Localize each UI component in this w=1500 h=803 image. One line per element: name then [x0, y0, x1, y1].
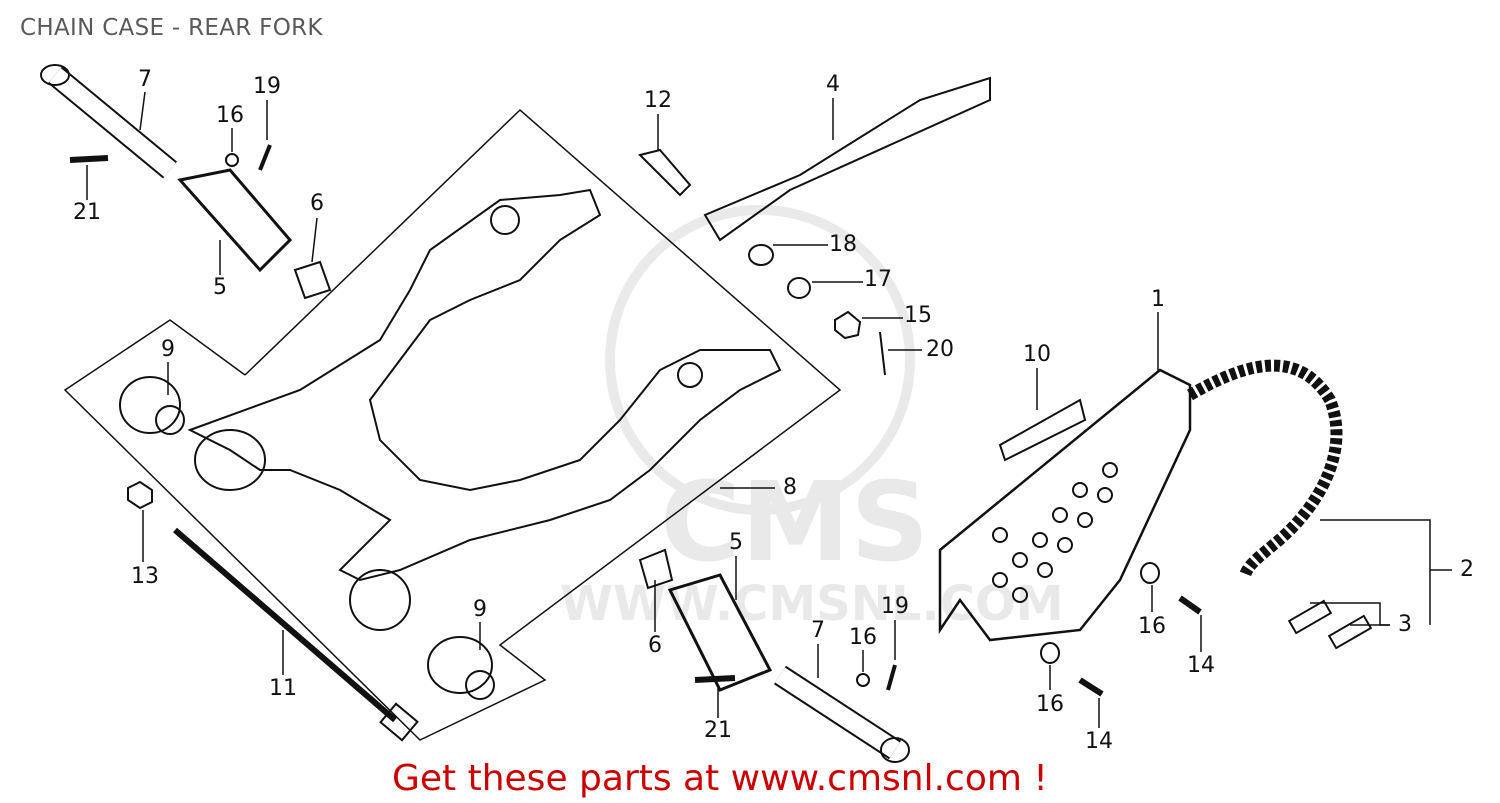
callout-21: 21: [704, 718, 732, 743]
callout-6: 6: [310, 191, 324, 216]
master-link-3: [1287, 599, 1373, 650]
chain-case-1: [938, 368, 1192, 642]
callout-9: 9: [161, 337, 175, 362]
callout-13: 13: [131, 564, 159, 589]
cotter-pin-20: [879, 331, 886, 376]
drive-chain-2: [1186, 359, 1343, 578]
washer-16-a: [225, 153, 239, 167]
callout-11: 11: [269, 676, 297, 701]
callout-21: 21: [73, 200, 101, 225]
callout-16: 16: [849, 625, 877, 650]
cms-watermark-logo: CMS WWW.CMSNL.COM: [560, 205, 1064, 632]
callout-9: 9: [473, 597, 487, 622]
bolt-14-b: [1078, 677, 1104, 697]
callout-20: 20: [926, 337, 954, 362]
svg-text:CMS: CMS: [660, 458, 929, 586]
washer-6-top: [293, 260, 332, 300]
callout-19: 19: [881, 594, 909, 619]
callout-16: 16: [1036, 692, 1064, 717]
step-bar-7-top: [40, 64, 178, 179]
caution-label-10: [998, 398, 1087, 462]
step-rubber-5-top: [177, 168, 293, 273]
collar-9-right: [427, 636, 495, 700]
callout-5: 5: [213, 275, 227, 300]
callout-12: 12: [644, 88, 672, 113]
bolt-12: [638, 148, 692, 197]
callout-15: 15: [904, 303, 932, 328]
callout-10: 10: [1023, 342, 1051, 367]
callout-14: 14: [1085, 729, 1113, 754]
assembly-outline: [63, 108, 842, 741]
pivot-bolt-11: [173, 527, 419, 742]
pin-19-b: [886, 664, 897, 691]
nut-13: [127, 480, 153, 510]
washer-16-b: [856, 673, 870, 687]
rear-fork-swingarm: [187, 188, 782, 631]
leader-lines: [86, 91, 1452, 728]
callout-8: 8: [783, 475, 797, 500]
callout-16: 16: [1138, 614, 1166, 639]
bolt-21-a: [69, 155, 109, 163]
callout-14: 14: [1187, 653, 1215, 678]
chain-case-stay-4: [703, 76, 991, 242]
callout-16: 16: [216, 103, 244, 128]
get-parts-link[interactable]: Get these parts at www.cmsnl.com !: [392, 758, 1048, 799]
washer-17: [787, 277, 811, 299]
nut-15: [834, 310, 862, 340]
bolt-21-b: [694, 675, 736, 683]
callout-2: 2: [1460, 557, 1474, 582]
callout-7: 7: [811, 618, 825, 643]
callout-5: 5: [729, 530, 743, 555]
collar-9-left: [119, 376, 185, 435]
pin-19-a: [258, 144, 272, 171]
washer-16-c: [1140, 562, 1160, 584]
callout-6: 6: [648, 633, 662, 658]
step-bar-7-bottom: [773, 665, 910, 763]
diagram-title: CHAIN CASE - REAR FORK: [20, 15, 323, 41]
callout-18: 18: [829, 232, 857, 257]
callout-7: 7: [138, 67, 152, 92]
callout-17: 17: [864, 267, 892, 292]
washer-6-bottom: [638, 548, 674, 590]
step-rubber-5-bottom: [667, 573, 773, 692]
callout-19: 19: [253, 74, 281, 99]
callout-3: 3: [1398, 612, 1412, 637]
washer-16-d: [1040, 642, 1060, 664]
callout-4: 4: [826, 72, 840, 97]
callout-1: 1: [1151, 287, 1165, 312]
svg-text:WWW.CMSNL.COM: WWW.CMSNL.COM: [560, 576, 1064, 632]
bolt-14-a: [1178, 595, 1202, 615]
washer-18: [748, 244, 774, 266]
